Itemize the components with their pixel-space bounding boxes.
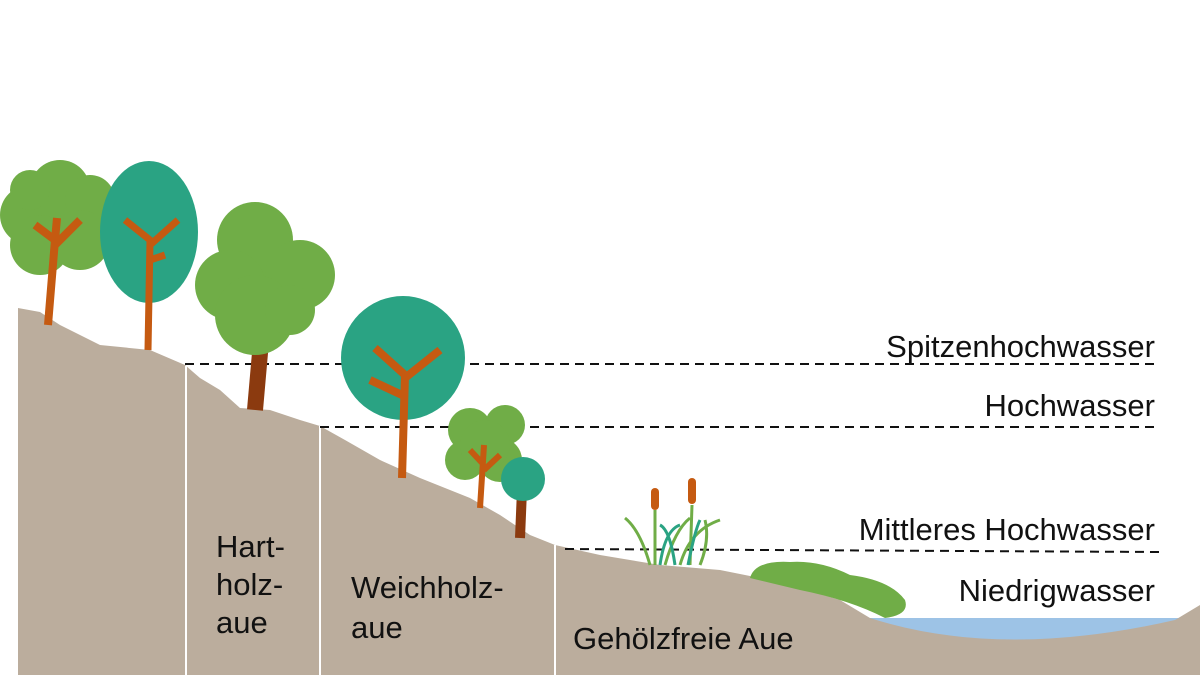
- ground-profile: [18, 308, 1200, 675]
- label-flood: Hochwasser: [984, 388, 1155, 423]
- reeds: [624, 478, 721, 566]
- shrubs: [750, 561, 906, 618]
- hardwood-line-1: Hart-: [216, 529, 285, 564]
- tree-2: [100, 161, 198, 351]
- tree-4: [341, 296, 465, 479]
- tree-3: [195, 202, 335, 411]
- label-mean-flood: Mittleres Hochwasser: [858, 512, 1155, 547]
- label-softwood-zone: Weichholz- aue: [351, 568, 504, 648]
- label-treeless-zone: Gehölzfreie Aue: [573, 621, 794, 656]
- zone-dividers: [185, 366, 556, 675]
- label-peak-flood: Spitzenhochwasser: [886, 329, 1155, 364]
- mean-flood-line: [564, 548, 1161, 553]
- softwood-line-1: Weichholz-: [351, 570, 504, 605]
- tree-6: [501, 457, 545, 539]
- label-low-water: Niedrigwasser: [958, 573, 1155, 608]
- hardwood-line-2: holz-: [216, 567, 284, 602]
- tree-1: [0, 160, 115, 326]
- hardwood-line-3: aue: [216, 605, 268, 640]
- label-hardwood-zone: Hart- holz- aue: [216, 528, 285, 642]
- softwood-line-2: aue: [351, 610, 403, 645]
